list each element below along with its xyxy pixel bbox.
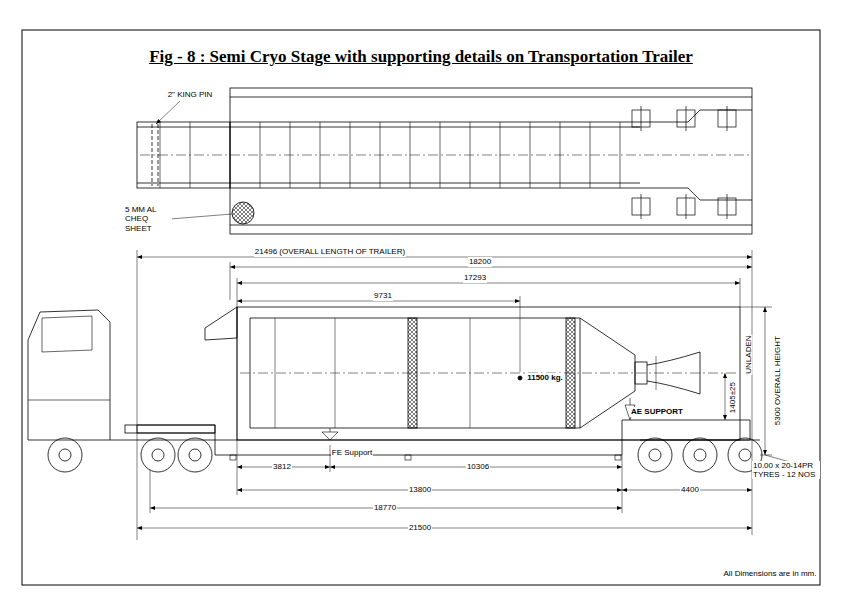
dimension-label: 21496 (OVERALL LENGTH OF TRAILER) — [254, 247, 406, 256]
dimension-label: 3812 — [272, 462, 292, 471]
support-label: FE Support — [331, 448, 373, 457]
dimension-label: 4400 — [680, 485, 700, 494]
callout-label: 5 MM AL CHEQ SHEET — [124, 205, 172, 233]
dimension-label: 10306 — [466, 462, 490, 471]
dimension-label: 18200 — [468, 257, 492, 266]
dimension-label: 13800 — [408, 485, 432, 494]
drawing-title: Fig - 8 : Semi Cryo Stage with supportin… — [0, 47, 842, 67]
tyre-note: 10.00 x 20-14PR TYRES - 12 NOS — [752, 461, 820, 479]
weight-label: 11500 kg. — [526, 373, 564, 382]
support-label: AE SUPPORT — [630, 407, 684, 416]
dimension-label: 1405±25 — [728, 381, 737, 414]
dimension-label: 9731 — [373, 291, 393, 300]
note-label: UNLADEN — [743, 335, 752, 375]
note-label: All Dimensions are in mm. — [723, 569, 818, 578]
dimension-label: 21500 — [408, 523, 432, 532]
callout-label: 2" KING PIN — [167, 90, 214, 99]
dimension-label: 18770 — [373, 503, 397, 512]
dimension-label: 17293 — [463, 273, 487, 282]
dimension-label: 5300 OVERALL HEIGHT — [773, 335, 782, 426]
